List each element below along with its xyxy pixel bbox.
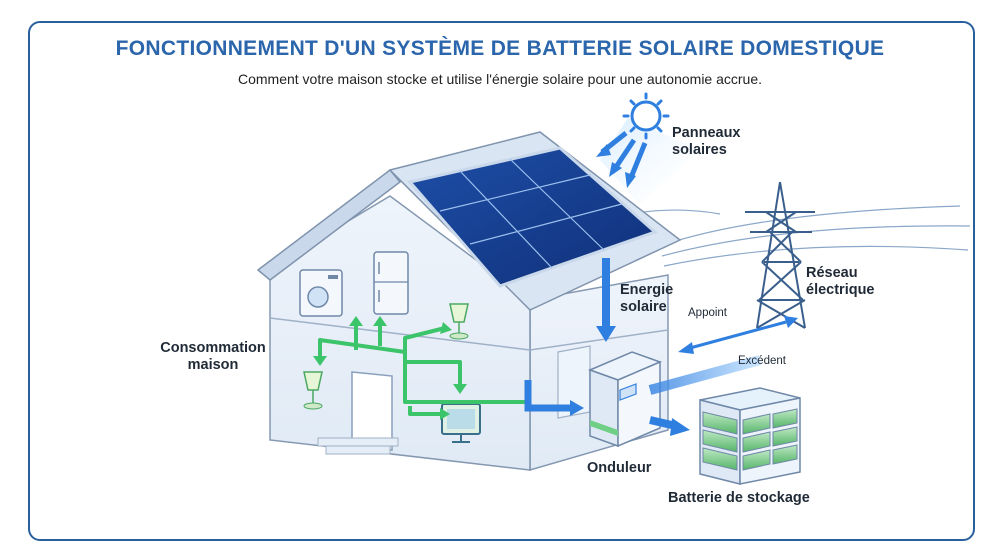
- label-home-line2: maison: [187, 357, 239, 373]
- label-home-consumption: Consommation maison: [148, 340, 278, 374]
- inverter-to-house-arrow: [524, 380, 584, 416]
- label-inverter: Onduleur: [587, 460, 652, 476]
- label-grid-line2: électrique: [806, 282, 875, 298]
- label-panels-line1: Panneaux: [672, 125, 741, 141]
- label-solar-energy-line2: solaire: [620, 299, 667, 315]
- diagram-title: FONCTIONNEMENT D'UN SYSTÈME DE BATTERIE …: [115, 37, 885, 60]
- washing-machine-icon: [299, 269, 343, 317]
- inverter-icon: [587, 351, 663, 448]
- sun-icon: [600, 92, 700, 205]
- home-arrowheads: [313, 316, 467, 420]
- label-backup: Appoint: [688, 307, 728, 319]
- inverter-to-battery-arrow: [649, 416, 690, 436]
- label-grid: Réseau électrique: [806, 265, 875, 299]
- solar-energy-arrow: [596, 258, 616, 342]
- television-icon: [441, 403, 481, 443]
- solar-panels: [407, 146, 658, 288]
- label-surplus: Excédent: [738, 355, 786, 367]
- label-panels-line2: solaires: [672, 142, 727, 158]
- label-solar-energy-line1: Energie: [620, 282, 674, 298]
- label-solar-energy: Energie solaire: [620, 282, 673, 316]
- label-grid-line1: Réseau: [806, 265, 858, 281]
- label-home-line1: Consommation: [160, 340, 266, 356]
- label-battery: Batterie de stockage: [668, 490, 810, 506]
- battery-icon: [699, 387, 801, 485]
- diagram-subtitle: Comment votre maison stocke et utilise l…: [237, 71, 763, 87]
- lamp-icon: [449, 303, 469, 340]
- sunlight-arrows: [596, 131, 648, 188]
- grid-exchange-arrow: [648, 316, 798, 395]
- power-pylon-icon: [745, 181, 815, 329]
- home-consumption-arrows: [318, 326, 525, 416]
- label-panels: Panneaux solaires: [672, 125, 741, 159]
- fridge-icon: [373, 251, 409, 315]
- floor-lamp-icon: [303, 371, 323, 410]
